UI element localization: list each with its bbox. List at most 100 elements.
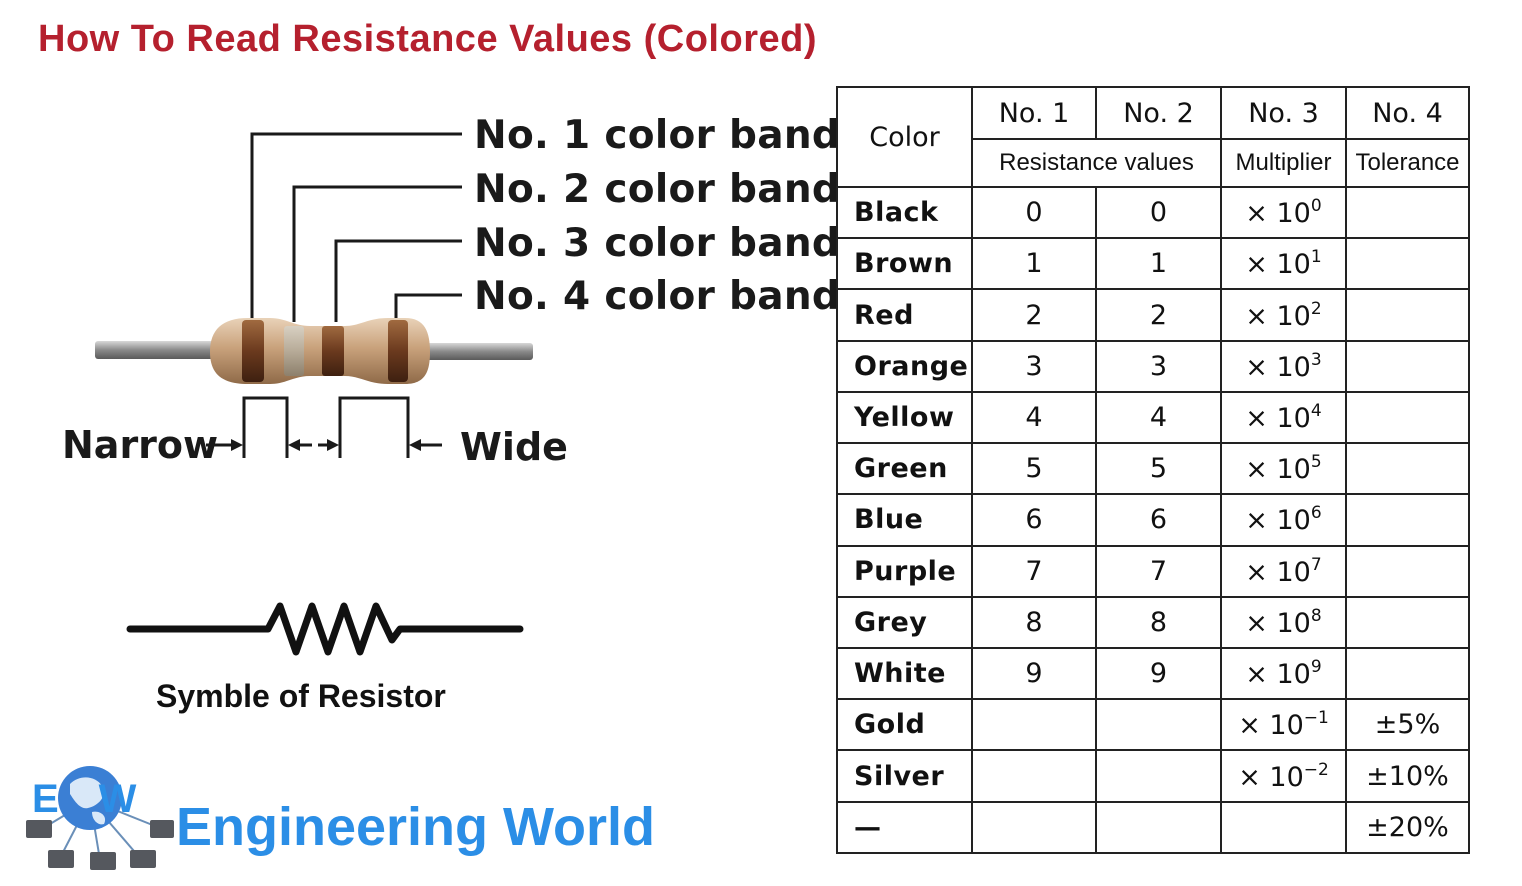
arrow-narrow-left <box>231 439 243 451</box>
wide-bracket <box>338 396 410 458</box>
multiplier-base: × 10 <box>1245 402 1311 434</box>
row-color-name: — <box>836 800 973 855</box>
row-multiplier: × 105 <box>1220 442 1347 496</box>
multiplier-exponent: 8 <box>1310 605 1322 626</box>
multiplier-base: × 10 <box>1238 761 1304 793</box>
row-value-1: 0 <box>971 185 1097 240</box>
row-multiplier: × 107 <box>1220 544 1347 598</box>
multiplier-exponent: 9 <box>1310 657 1322 678</box>
row-tolerance <box>1345 288 1470 342</box>
row-multiplier: × 101 <box>1220 237 1347 291</box>
resistor-lead-left <box>95 341 225 359</box>
row-value-2: 7 <box>1095 544 1222 598</box>
row-value-2: 2 <box>1095 288 1222 342</box>
row-multiplier: × 103 <box>1220 339 1347 393</box>
row-value-1 <box>971 800 1097 855</box>
row-color-name: Yellow <box>836 390 973 445</box>
width-arrowheads <box>231 439 421 451</box>
table-row: Orange 3 3× 103 <box>836 339 1470 393</box>
header-multiplier: Multiplier <box>1220 138 1347 188</box>
resistor-band-3 <box>322 326 344 376</box>
header-color: Color <box>836 86 973 188</box>
multiplier-exponent: 4 <box>1310 400 1322 421</box>
resistor-band-4 <box>388 320 408 382</box>
row-value-1: 1 <box>971 237 1097 291</box>
multiplier-base: × 10 <box>1245 607 1311 639</box>
row-value-2: 1 <box>1095 237 1222 291</box>
header-no3: No. 3 <box>1220 86 1347 140</box>
multiplier-base: × 10 <box>1245 556 1311 588</box>
table-row: —±20% <box>836 800 1470 855</box>
arrow-narrow-right <box>288 439 300 451</box>
row-value-1: 6 <box>971 493 1097 547</box>
table-row: Gold× 10−1±5% <box>836 698 1470 752</box>
multiplier-base: × 10 <box>1245 505 1311 537</box>
row-multiplier: × 100 <box>1220 185 1347 240</box>
row-tolerance <box>1345 237 1470 291</box>
band-width-indicators <box>206 396 442 458</box>
row-value-2 <box>1095 800 1222 855</box>
multiplier-exponent: 0 <box>1310 196 1322 217</box>
row-multiplier: × 109 <box>1220 646 1347 701</box>
multiplier-exponent: 5 <box>1310 452 1322 473</box>
row-tolerance <box>1345 442 1470 496</box>
globe-network-icon <box>26 766 174 870</box>
row-value-2: 8 <box>1095 595 1222 649</box>
row-tolerance <box>1345 544 1470 598</box>
header-no1: No. 1 <box>971 86 1097 140</box>
row-multiplier: × 104 <box>1220 390 1347 445</box>
row-value-1: 2 <box>971 288 1097 342</box>
brand-name: Engineering World <box>176 797 656 857</box>
row-value-1: 5 <box>971 442 1097 496</box>
brand-logo-letters: EW <box>32 777 176 821</box>
multiplier-exponent: 1 <box>1310 247 1322 268</box>
row-value-2: 3 <box>1095 339 1222 393</box>
table-row: Silver × 10−2 ±10% <box>836 749 1470 803</box>
multiplier-base: × 10 <box>1245 300 1311 332</box>
multiplier-exponent: 3 <box>1310 349 1322 370</box>
narrow-label: Narrow <box>62 423 219 467</box>
row-multiplier: × 108 <box>1220 595 1347 649</box>
band-label-3: No. 3 color band <box>474 221 841 266</box>
page-title: How To Read Resistance Values (Colored) <box>38 18 817 60</box>
row-multiplier <box>1220 800 1347 855</box>
resistor-diagram: EW <box>26 132 533 870</box>
row-value-1: 7 <box>971 544 1097 598</box>
band-leader-lines <box>250 132 462 322</box>
row-tolerance <box>1345 493 1470 547</box>
row-color-name: Grey <box>836 595 973 649</box>
band-label-1: No. 1 color band <box>474 113 841 158</box>
header-no4: No. 4 <box>1345 86 1470 140</box>
multiplier-exponent: −2 <box>1303 759 1329 780</box>
row-color-name: Silver <box>836 749 973 803</box>
row-value-2: 0 <box>1095 185 1222 240</box>
row-color-name: Gold <box>836 698 973 752</box>
row-tolerance <box>1345 185 1470 240</box>
multiplier-base: × 10 <box>1245 454 1311 486</box>
multiplier-exponent: 6 <box>1310 503 1322 524</box>
header-resistance-values: Resistance values <box>971 138 1222 188</box>
row-color-name: Red <box>836 288 973 342</box>
row-color-name: Orange <box>836 339 973 393</box>
row-tolerance <box>1345 390 1470 445</box>
row-value-1 <box>971 698 1097 752</box>
resistor-symbol <box>126 602 524 656</box>
symbol-caption: Symble of Resistor <box>156 678 446 714</box>
leader-band-4 <box>394 293 462 322</box>
row-tolerance: ±10% <box>1345 749 1470 803</box>
row-tolerance <box>1345 595 1470 649</box>
arrow-wide-right <box>409 439 421 451</box>
leader-band-2 <box>292 185 462 322</box>
row-value-2: 5 <box>1095 442 1222 496</box>
row-tolerance: ±5% <box>1345 698 1470 752</box>
resistor-band-2 <box>284 326 304 376</box>
row-color-name: Green <box>836 442 973 496</box>
multiplier-exponent: 2 <box>1310 298 1322 319</box>
row-color-name: White <box>836 646 973 701</box>
row-value-1: 9 <box>971 646 1097 701</box>
